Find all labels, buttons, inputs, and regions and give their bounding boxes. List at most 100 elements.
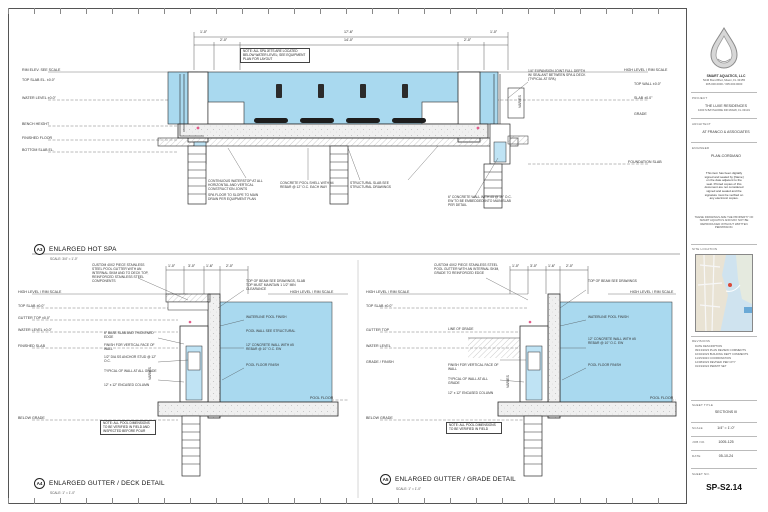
a4-note-box: NOTE: ALL POOL DIMENSIONS TO BE VERIFIED… (100, 420, 156, 436)
a4-level-label: HIGH LEVEL / RIM SCALE (18, 290, 62, 294)
a5-note-right: WATERLINE POOL FINISH (588, 315, 629, 319)
a5-detail-bubble: A5 (380, 474, 391, 485)
date-key: DATE (692, 454, 701, 458)
engineer-key: ENGINEER (692, 146, 710, 150)
a3-note-right: 1/4" EXPANSION JOINT FULL DEPTH W/ SEALA… (528, 69, 586, 81)
a4-note-right: POOL WALL SEE STRUCTURAL (246, 329, 296, 333)
a3-note-bottom: SPA FLOOR TO SLOPE TO MAIN DRAIN PER EQU… (208, 193, 259, 201)
a4-dim: 3'-0" (188, 264, 196, 268)
a3-title: A3 ENLARGED HOT SPA (34, 244, 117, 255)
a4-varies-label: VARIES (148, 367, 152, 380)
a4-callout-top: CUSTOM 40X2 PIECE STAINLESS STEEL POOL G… (92, 263, 149, 283)
a3-dim-5: 1'-0" (490, 30, 498, 34)
a3-dim-3: 14'-0" (344, 38, 354, 42)
a5-level-label: GUTTER TOP (366, 328, 390, 332)
detail-a3-hot-spa (48, 32, 648, 209)
a3-detail-bubble: A3 (34, 244, 45, 255)
a5-dim: 3'-0" (530, 264, 538, 268)
project-key: PROJECT (692, 96, 708, 100)
a5-callout-top: CUSTOM 40X2 PIECE STAINLESS STEEL POOL G… (434, 263, 500, 275)
a4-dim: 2'-0" (226, 264, 234, 268)
a3-level-label: WATER LEVEL ±0.0" (22, 96, 56, 100)
a5-note-box: NOTE: ALL POOL DIMENSIONS TO BE VERIFIED… (446, 422, 502, 434)
drawing-area: 1'-0" 2'-0" 14'-0" 2'-0" 1'-0" 17'-6" RI… (8, 8, 686, 504)
revisions-key: REVISIONS (692, 339, 711, 343)
a5-note-right: POOL FLOOR FINISH (588, 363, 622, 367)
revision-row: 01/19/2024 PERMIT SET (695, 364, 727, 368)
a4-level-label: GUTTER TOP ±0.0" (18, 316, 51, 320)
a3-note-bottom: STRUCTURAL SLAB SEE STRUCTURAL DRAWINGS (350, 181, 391, 189)
a5-note-left: 12" x 12" ENCASED COLUMN (448, 391, 494, 395)
detail-a5-gutter-grade (380, 266, 677, 477)
a5-dim: 1'-0" (512, 264, 520, 268)
sheet-number: SP-S2.14 (706, 482, 742, 492)
job-key: JOB NO. (692, 440, 706, 444)
revision-row: 12/08/2023 REVISED PER CITY (695, 360, 736, 364)
a3-level-label: BOTTOM SLAB EL. (22, 148, 54, 152)
disclaimer-text: THESE DRAWINGS ARE THE PROPERTY OF SMART… (694, 215, 754, 230)
company-phone: 305.000.0000 / 305.000.0000 (705, 82, 743, 86)
a4-scale: SCALE: 1" = 1'-0" (50, 491, 76, 495)
a5-level-label-right: POOL FLOOR (650, 396, 674, 400)
a3-level-label: FINISHED FLOOR (22, 136, 53, 140)
architect-value: AT FRANCO & ASSOCIATES (702, 130, 750, 134)
a3-dim-2: 2'-0" (220, 38, 228, 42)
engineer-value: PLAN-CORDIANO (711, 154, 741, 158)
a4-note-left: 1/2" DIA SS ANCHOR STUD @ 12" O.C. (104, 355, 157, 363)
sheet-border-ticks-bottom (8, 498, 684, 504)
revision-row: 09/13/2023 PLAN REVIEW COMMENTS (695, 348, 746, 352)
revision-row: 11/15/2023 COORDINATION (695, 356, 732, 360)
detail-a4-gutter-deck (32, 266, 348, 477)
site-map-image (696, 255, 752, 331)
a4-note-right: POOL FLOOR FINISH (246, 363, 280, 367)
project-sub: 1000 S BAYSHORE DR MIAMI, FL 33131 (698, 108, 750, 112)
a5-dim: 1'-6" (548, 264, 556, 268)
a3-note-top: NOTE: ALL SPA JETS ARE LOCATED BELOW WAT… (240, 48, 310, 64)
scale-value: 1/4" = 1'-0" (717, 426, 735, 430)
a4-note-left: TYPICAL OF WALL AT ALL GRADE (104, 369, 157, 373)
a5-level-label: TOP SLAB ±0.0" (366, 304, 393, 308)
engineer-seal-statement: This item has been digitally signed and … (704, 171, 744, 201)
project-value: THE LUXE RESIDENCES (705, 104, 747, 108)
architect-key: ARCHITECT (692, 122, 711, 126)
a5-title-text: ENLARGED GUTTER / GRADE DETAIL (395, 476, 516, 483)
a4-dim: 1'-6" (206, 264, 214, 268)
a4-title: A4 ENLARGED GUTTER / DECK DETAIL (34, 478, 165, 489)
a4-level-label: WATER LEVEL ±0.0" (18, 328, 52, 332)
a5-note-right: TOP OF BEAM SEE DRAWINGS (588, 279, 637, 283)
revision-row: DATE DESCRIPTION (695, 344, 723, 348)
a3-level-label-right: SLAB ±0.0" (634, 96, 653, 100)
sheet-border-ticks-top (8, 8, 684, 14)
a3-note-bottom: 6" CONCRETE WALL WITH #5 @ 10" O.C. EW T… (448, 195, 512, 207)
a3-varies-label: VARIES (518, 95, 522, 108)
a4-note-left: 6" BASE SLAB AND THICKENED EDGE (104, 331, 154, 339)
a4-note-left: 12" x 12" ENCASED COLUMN (104, 383, 150, 387)
a4-note-right: TOP OF BEAM SEE DRAWINGS, SLAB TOP MUST … (246, 279, 306, 291)
a3-title-text: ENLARGED HOT SPA (49, 246, 117, 253)
sheet-title-key: SHEET TITLE (692, 403, 714, 407)
a3-level-label-right: FOUNDATION SLAB (628, 160, 662, 164)
a4-title-text: ENLARGED GUTTER / DECK DETAIL (49, 480, 165, 487)
a5-note-left: TYPICAL OF WALL AT ALL GRADE (448, 377, 488, 385)
scale-key: SCALE (692, 426, 703, 430)
date-value: 05-10-24 (718, 454, 734, 458)
water-drop-logo-icon (710, 27, 738, 69)
sheet-title-value: SECTIONS III (714, 410, 738, 414)
a4-level-label: FINISHED SLAB (18, 344, 45, 348)
a3-dim-4: 2'-0" (464, 38, 472, 42)
a5-level-label-right: HIGH LEVEL / RIM SCALE (630, 290, 674, 294)
a5-varies-label: VARIES (506, 375, 510, 388)
a5-level-label: GRADE / FINISH (366, 360, 394, 364)
site-location-key: SITE LOCATION (692, 247, 718, 251)
title-block: SMART AQUATICS, LLC 5246 Bond Blvd, Miam… (686, 8, 760, 504)
a3-note-bottom: CONCRETE POOL SHELL WITH #4 REBAR @ 12" … (280, 181, 334, 189)
a5-dim: 2'-0" (566, 264, 574, 268)
a5-scale: SCALE: 1" = 1'-0" (396, 487, 422, 491)
a3-level-label: TOP SLAB EL. ±0.0" (22, 78, 56, 82)
a4-level-label-right: POOL FLOOR (310, 396, 334, 400)
a3-level-label-right: HIGH LEVEL / RIM SCALE (624, 68, 668, 72)
a3-dim-1: 1'-0" (200, 30, 208, 34)
job-value: 1005-125 (718, 440, 734, 444)
a5-level-label: HIGH LEVEL / RIM SCALE (366, 290, 410, 294)
a3-level-label: BENCH HEIGHT (22, 122, 50, 126)
